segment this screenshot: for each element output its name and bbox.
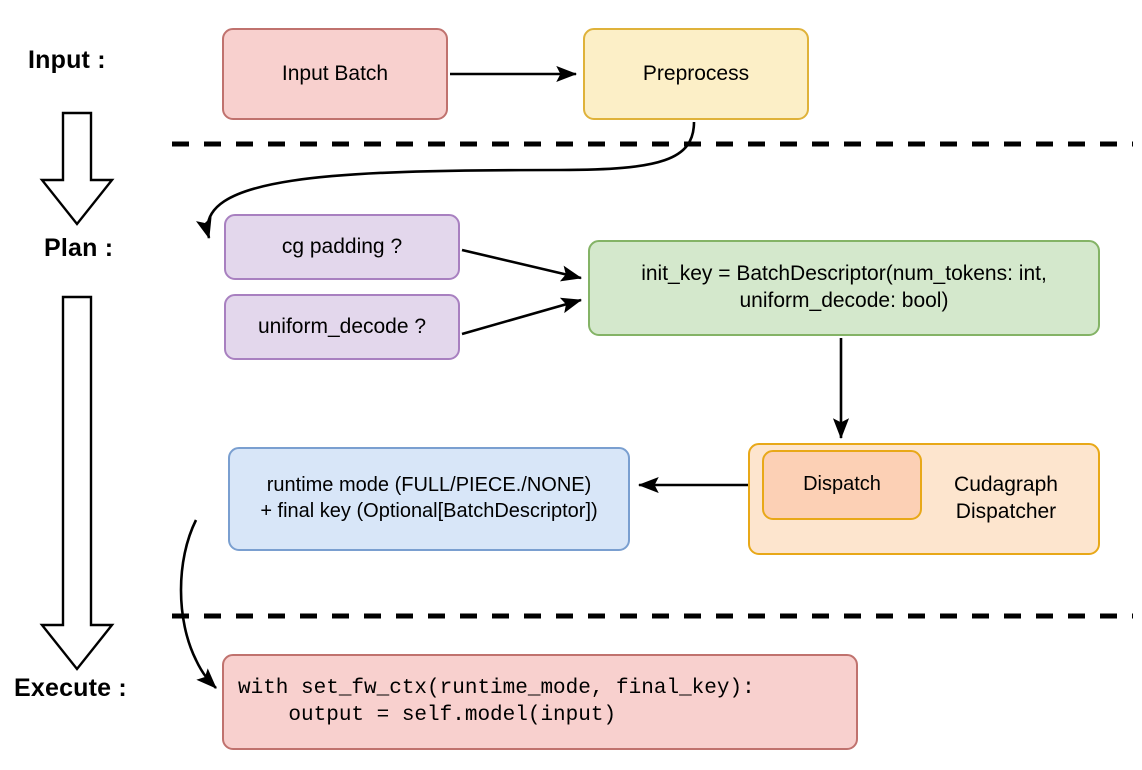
stage-label-input: Input : — [28, 46, 106, 74]
node-execute-code-label: with set_fw_ctx(runtime_mode, final_key)… — [238, 676, 755, 727]
node-input-batch[interactable]: Input Batch — [222, 28, 448, 120]
edge-runtime-mode-to-execute-code — [179, 519, 217, 689]
node-init-key-label: init_key = BatchDescriptor(num_tokens: i… — [641, 262, 1047, 312]
stage-label-plan: Plan : — [44, 234, 114, 262]
node-input-batch-label: Input Batch — [281, 61, 389, 85]
node-uniform-decode-label: uniform_decode ? — [257, 314, 427, 338]
edge-uniform-decode-to-init-key — [461, 297, 582, 336]
edge-cg-padding-to-init-key — [461, 248, 583, 282]
node-runtime-mode-label: runtime mode (FULL/PIECE./NONE) + final … — [260, 474, 598, 522]
node-preprocess[interactable]: Preprocess — [583, 28, 809, 120]
node-uniform-decode[interactable]: uniform_decode ? — [224, 294, 460, 360]
node-cg-padding[interactable]: cg padding ? — [224, 214, 460, 280]
node-preprocess-label: Preprocess — [642, 61, 750, 85]
input-to-plan-arrow — [39, 111, 115, 226]
node-init-key[interactable]: init_key = BatchDescriptor(num_tokens: i… — [588, 240, 1100, 336]
node-cudagraph-dispatcher-label: Cudagraph Dispatcher — [954, 473, 1058, 523]
node-execute-code[interactable]: with set_fw_ctx(runtime_mode, final_key)… — [222, 654, 858, 750]
node-dispatch-label: Dispatch — [803, 473, 881, 496]
stage-label-execute: Execute : — [14, 674, 127, 702]
plan-to-execute-arrow — [39, 295, 115, 671]
node-runtime-mode[interactable]: runtime mode (FULL/PIECE./NONE) + final … — [228, 447, 630, 551]
node-dispatch[interactable]: Dispatch — [762, 450, 922, 520]
node-cg-padding-label: cg padding ? — [281, 234, 403, 258]
